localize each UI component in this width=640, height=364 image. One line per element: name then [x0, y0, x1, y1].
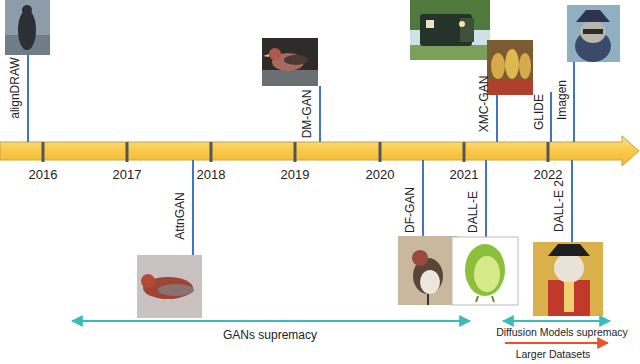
sample-image [452, 237, 518, 305]
sample-image [137, 255, 202, 318]
year-label: 2021 [450, 168, 479, 183]
trend-label: Larger Datasets [516, 348, 591, 360]
year-label: 2016 [29, 168, 58, 183]
year-ticks [43, 142, 548, 162]
period-arrow [72, 320, 470, 322]
period-label: Diffusion Models supremacy [496, 326, 628, 338]
model-name: AttnGAN [174, 192, 188, 239]
model-name: XMC-GAN [478, 76, 492, 133]
year-label: 2019 [281, 168, 310, 183]
year-label: 2017 [113, 168, 142, 183]
model-name: DM-GAN [301, 90, 315, 139]
model-name: DALL-E 2 [553, 180, 567, 232]
year-label: 2020 [366, 168, 395, 183]
model-name: alignDRAW [9, 57, 23, 119]
period-label: GANs supremacy [223, 329, 317, 343]
sample-image [410, 0, 490, 60]
sample-image [487, 40, 533, 95]
pointer-lines [28, 55, 574, 255]
trend-arrow [505, 342, 608, 344]
period-arrow [503, 320, 610, 322]
model-name: DF-GAN [404, 187, 418, 233]
year-label: 2018 [197, 168, 226, 183]
sample-image [398, 236, 458, 305]
model-name: GLIDE [533, 94, 547, 130]
sample-image [533, 242, 603, 316]
sample-image [5, 0, 50, 55]
sample-image [567, 5, 620, 62]
model-name: Imagen [556, 80, 570, 120]
sample-image [262, 38, 318, 86]
model-name: DALL-E [467, 191, 481, 233]
